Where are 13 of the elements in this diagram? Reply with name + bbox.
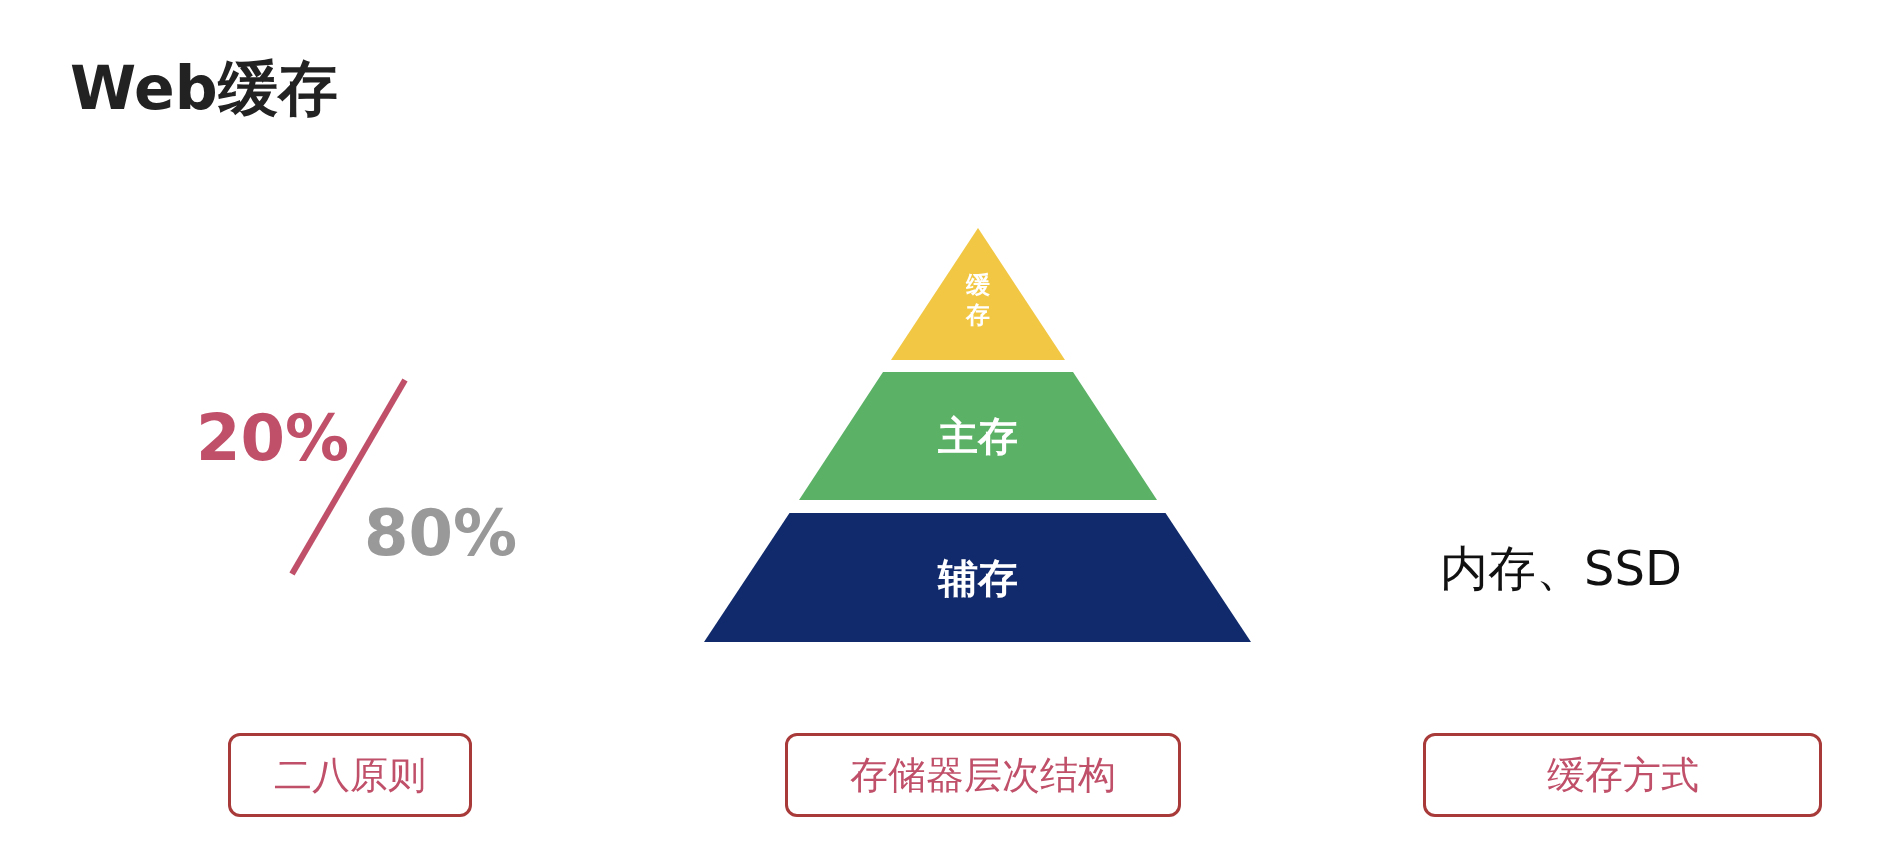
cache-medium-text: 内存、SSD — [1440, 540, 1682, 598]
caption-box: 缓存方式 — [1423, 733, 1822, 817]
pyramid-middle-tier — [799, 372, 1157, 500]
caption-box: 存储器层次结构 — [785, 733, 1181, 817]
percentage-label: 80% — [364, 495, 518, 572]
pyramid-top-tier — [891, 228, 1065, 360]
tier-label: 缓存 — [965, 270, 991, 330]
tier-label: 辅存 — [936, 553, 1019, 603]
tier-label: 主存 — [937, 412, 1019, 461]
caption-box: 二八原则 — [228, 733, 472, 817]
slide-title: Web缓存 — [70, 52, 338, 124]
percentage-label: 20% — [196, 400, 350, 477]
pyramid-bottom-tier — [704, 513, 1251, 642]
